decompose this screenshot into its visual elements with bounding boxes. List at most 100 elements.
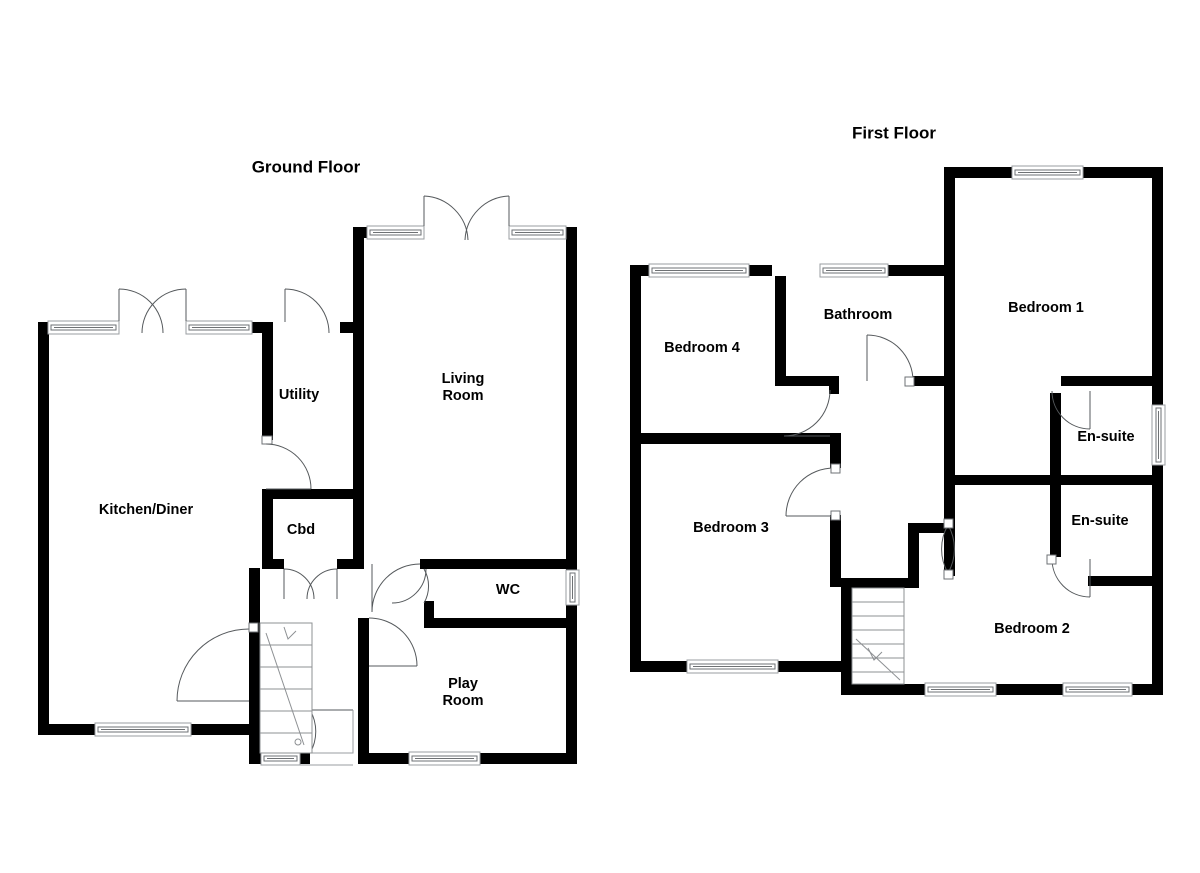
- window-ground-kitchen-top-1: [47, 320, 120, 335]
- door-first-bathroom-arc: [866, 334, 914, 382]
- window-ground-wc-right: [565, 569, 580, 606]
- wall-ground-utility-top-right-stub: [340, 322, 364, 333]
- door-first-bed4-arc: [783, 389, 831, 437]
- ground-floor-walls: [38, 227, 577, 764]
- first-floor-doors: [783, 334, 1091, 598]
- wall-first-ensuite-upper-left: [1050, 393, 1061, 475]
- wall-ground-utility-left: [262, 322, 273, 440]
- wall-ground-kitchen-bottom-left: [38, 724, 96, 735]
- wall-ground-kitchen-top-left-stub: [38, 322, 48, 333]
- staircase-first: [851, 587, 905, 685]
- room-label-bathroom: Bathroom: [824, 307, 892, 323]
- door-ground-kitchen-hall-arc: [176, 628, 250, 702]
- wall-ground-wc-bottom: [424, 618, 577, 628]
- wall-ground-hall-bottom-right: [298, 753, 310, 764]
- door-first-ensuite-lower-arc: [1051, 558, 1091, 598]
- door-first-bed2-arc: [947, 524, 955, 574]
- room-label-kitchen-diner: Kitchen/Diner: [99, 502, 194, 518]
- door-first-bed3-jamb-2: [830, 510, 841, 521]
- door-first-bed3-jamb-1: [830, 463, 841, 474]
- wall-first-bed2-bottom-left: [841, 684, 926, 695]
- door-ground-wc-arc: [423, 568, 430, 604]
- wall-first-stair-left: [841, 587, 852, 695]
- window-first-ensuite-upper-right: [1151, 404, 1166, 466]
- wall-ground-right-exterior-upper: [566, 227, 577, 570]
- window-ground-kitchen-bottom: [94, 722, 192, 737]
- wall-first-bed3-bottom-right: [777, 661, 841, 672]
- window-first-bed2-bottom-right: [1062, 682, 1133, 697]
- room-label-bedroom-1: Bedroom 1: [1008, 300, 1084, 316]
- first-floor-windows: [648, 165, 1166, 697]
- wall-ground-hall-bottom-left: [249, 753, 263, 764]
- door-ground-kitchen-1-arc: [118, 288, 164, 334]
- door-first-bed3-arc: [785, 467, 835, 517]
- window-ground-playroom-bottom: [408, 751, 481, 766]
- door-ground-utility-top-arc: [284, 288, 330, 334]
- door-ground-living-2-arc: [464, 195, 510, 241]
- wall-ground-playroom-bottom-right: [479, 753, 577, 764]
- room-label-en-suite-lower: En-suite: [1071, 513, 1128, 529]
- wall-first-bed3-top: [630, 433, 841, 444]
- wall-first-landing-stub: [908, 523, 919, 583]
- wall-first-right-exterior-upper: [1152, 167, 1163, 406]
- room-label-en-suite-upper: En-suite: [1077, 429, 1134, 445]
- wall-ground-right-exterior-lower: [566, 604, 577, 764]
- wall-ground-left-exterior: [38, 322, 49, 735]
- door-ground-cbd-left-arc: [283, 568, 315, 600]
- window-first-bed2-bottom-left: [924, 682, 997, 697]
- wall-first-bed4-bottom: [775, 376, 830, 386]
- room-label-living-room-line2: Room: [442, 388, 483, 404]
- wall-first-bed2-bottom-middle: [995, 684, 1064, 695]
- wall-first-ensuite-lower-bottom: [1088, 576, 1153, 586]
- wall-first-bed2-bottom-right: [1131, 684, 1163, 695]
- wall-ground-living-utility-divider: [353, 333, 364, 561]
- door-ground-kitchen-2-arc: [141, 288, 187, 334]
- room-label-utility: Utility: [279, 387, 319, 403]
- wall-ground-cbd-bottom-right: [337, 559, 364, 569]
- first-floor-walls: [630, 167, 1163, 695]
- wall-first-left-exterior: [630, 265, 641, 672]
- wall-ground-living-left-upper: [353, 227, 364, 333]
- wall-first-top-middle: [748, 265, 772, 276]
- window-ground-living-top-left: [366, 225, 425, 240]
- ground-floor-title: Ground Floor: [252, 157, 361, 176]
- wall-first-bed1-top-left: [944, 167, 1012, 178]
- window-ground-kitchen-top-2: [185, 320, 253, 335]
- wall-ground-living-bottom: [420, 559, 577, 569]
- door-ground-entrance-frame: [310, 710, 354, 754]
- wall-first-bathroom-bed1-divider: [944, 276, 955, 386]
- wall-first-bed1-top-right: [1082, 167, 1163, 178]
- window-first-bed3-bottom: [686, 659, 779, 674]
- room-label-play-room-line2: Room: [442, 693, 483, 709]
- wall-first-bed4-bathroom-divider: [775, 276, 786, 386]
- window-first-bed4-top: [648, 263, 750, 278]
- ground-floor-windows: [47, 225, 580, 766]
- wall-ground-wc-left-jamb: [424, 601, 434, 619]
- door-first-bathroom-jamb: [904, 376, 915, 387]
- wall-ground-playroom-bottom-left: [358, 753, 410, 764]
- wall-first-right-exterior-lower: [1152, 464, 1163, 695]
- room-label-bedroom-2: Bedroom 2: [994, 621, 1070, 637]
- ground-floor-group: Ground Floor Kitchen/Diner Utility Cbd L…: [38, 157, 580, 766]
- wall-first-ensuite-divider: [955, 475, 1153, 485]
- door-first-ensuite-upper-arc: [1051, 390, 1091, 430]
- first-floor-title: First Floor: [852, 123, 936, 142]
- wall-ground-cbd-top: [262, 489, 364, 499]
- room-label-bedroom-4: Bedroom 4: [664, 340, 740, 356]
- wall-ground-cbd-bottom-left: [262, 559, 284, 569]
- room-label-bedroom-3: Bedroom 3: [693, 520, 769, 536]
- wall-first-landing-stub-h: [908, 523, 948, 533]
- wall-ground-hall-left-lower: [249, 724, 260, 764]
- wall-first-landing-jamb-1: [829, 376, 839, 394]
- door-ground-wc-arc2: [391, 568, 427, 604]
- wall-first-bed3-bottom-left: [630, 661, 688, 672]
- wall-ground-kitchen-bottom-right: [190, 724, 260, 735]
- wall-ground-hall-left: [249, 568, 260, 735]
- wall-first-bed3-right-upper: [830, 433, 841, 468]
- wall-first-bed3-right-lower: [830, 515, 841, 587]
- staircase-ground: [259, 622, 313, 754]
- door-ground-utility-bottom-jamb: [261, 435, 273, 445]
- room-label-wc: WC: [496, 582, 521, 598]
- wall-ground-living-top-left: [353, 227, 371, 238]
